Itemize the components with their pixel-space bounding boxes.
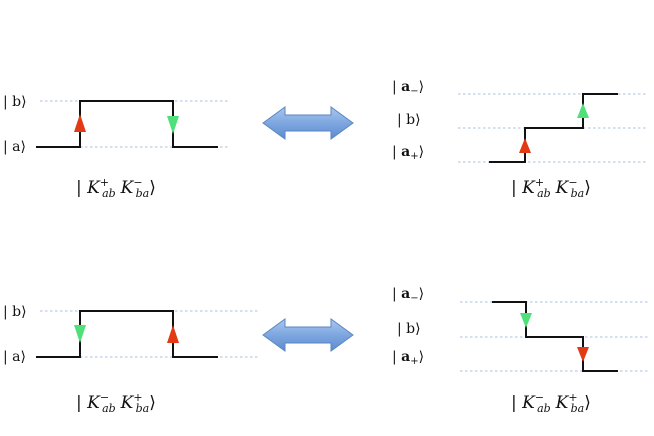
up-triangle-icon	[74, 114, 86, 132]
level-label-a-plus: | a+⟩	[392, 144, 424, 162]
level-label-a-plus: | a+⟩	[392, 349, 424, 367]
down-triangle-icon	[167, 116, 179, 134]
level-label-b: | b⟩	[397, 112, 421, 128]
level-label-b: | b⟩	[3, 94, 27, 110]
level-label-a-minus: | a−⟩	[392, 79, 424, 97]
up-triangle-icon	[167, 325, 179, 343]
worldline-path	[36, 310, 218, 358]
down-triangle-icon	[577, 347, 589, 362]
level-label-a-minus: | a−⟩	[392, 286, 424, 304]
double-arrow-icon	[262, 106, 354, 140]
level-label-a: | a⟩	[3, 349, 26, 365]
worldline-path	[489, 93, 618, 163]
worldline-path	[492, 301, 618, 372]
down-triangle-icon	[74, 325, 86, 343]
down-triangle-icon	[520, 313, 532, 328]
worldline-path	[36, 100, 218, 148]
level-label-b: | b⟩	[3, 304, 27, 320]
level-label-b: | b⟩	[397, 321, 421, 337]
up-triangle-icon	[519, 138, 531, 153]
up-triangle-icon	[577, 103, 589, 118]
level-label-a: | a⟩	[3, 139, 26, 155]
double-arrow-icon	[262, 318, 354, 352]
